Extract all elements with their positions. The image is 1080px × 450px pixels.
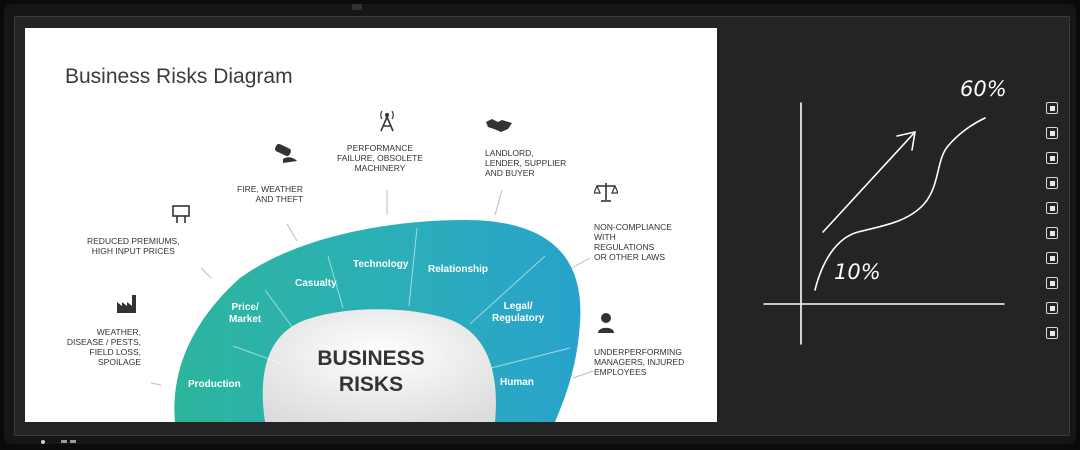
segment-divider [327,255,344,309]
factory-icon [116,294,138,316]
leader-line [571,257,591,269]
pen-icon[interactable] [1046,127,1058,139]
segment-divider [232,345,281,364]
highlighter-icon[interactable] [1046,152,1058,164]
upload-icon[interactable] [1046,202,1058,214]
sensor-indicator [61,440,67,443]
segment-casualty: Casualty [295,278,337,289]
risk-label-premiums: REDUCED PREMIUMS,HIGH INPUT PRICES [87,236,180,256]
annotation-60-percent: 60% [960,77,1007,101]
sensor-indicator [70,440,76,443]
trend-arrow-stroke [822,131,916,233]
segment-divider [264,289,294,329]
annotation-10-percent: 10% [834,260,881,284]
leader-line [494,189,503,216]
page-icon[interactable] [1046,177,1058,189]
segment-legal-regulatory: Legal/Regulatory [492,301,545,324]
arrowhead-stroke [896,131,916,151]
segment-divider [408,227,418,307]
billboard-icon [171,204,191,226]
fire-extinguisher-icon [271,143,301,167]
segment-price-market: Price/Market [229,302,262,325]
save-icon[interactable] [1046,277,1058,289]
business-risks-core [262,309,496,422]
segment-divider [469,255,546,325]
undo-icon[interactable] [1046,327,1058,339]
leader-line [572,370,594,379]
segment-divider [490,347,571,369]
leader-line [200,267,212,279]
screen-capture-icon[interactable] [1046,102,1058,114]
exit-icon[interactable] [1046,302,1058,314]
handshake-icon [485,117,513,135]
camera-notch [352,4,362,10]
segment-human: Human [500,377,534,388]
lock-icon[interactable] [1046,252,1058,264]
presentation-slide: Business Risks Diagram WEATHER,DISEASE /… [25,28,717,422]
segment-relationship: Relationship [428,264,489,275]
risk-label-weather: WEATHER,DISEASE / PESTS,FIELD LOSS,SPOIL… [66,327,141,367]
risk-diagram [150,189,594,422]
segment-technology: Technology [353,259,409,270]
segment-production: Production [188,379,241,390]
scales-icon [593,182,619,204]
slide-title: Business Risks Diagram [65,65,293,88]
power-indicator [41,440,45,444]
person-icon [597,312,615,336]
growth-curve-stroke [814,117,986,291]
leader-line [150,382,162,386]
leader-line [286,223,298,242]
download-icon[interactable] [1046,227,1058,239]
antenna-icon [377,110,397,134]
